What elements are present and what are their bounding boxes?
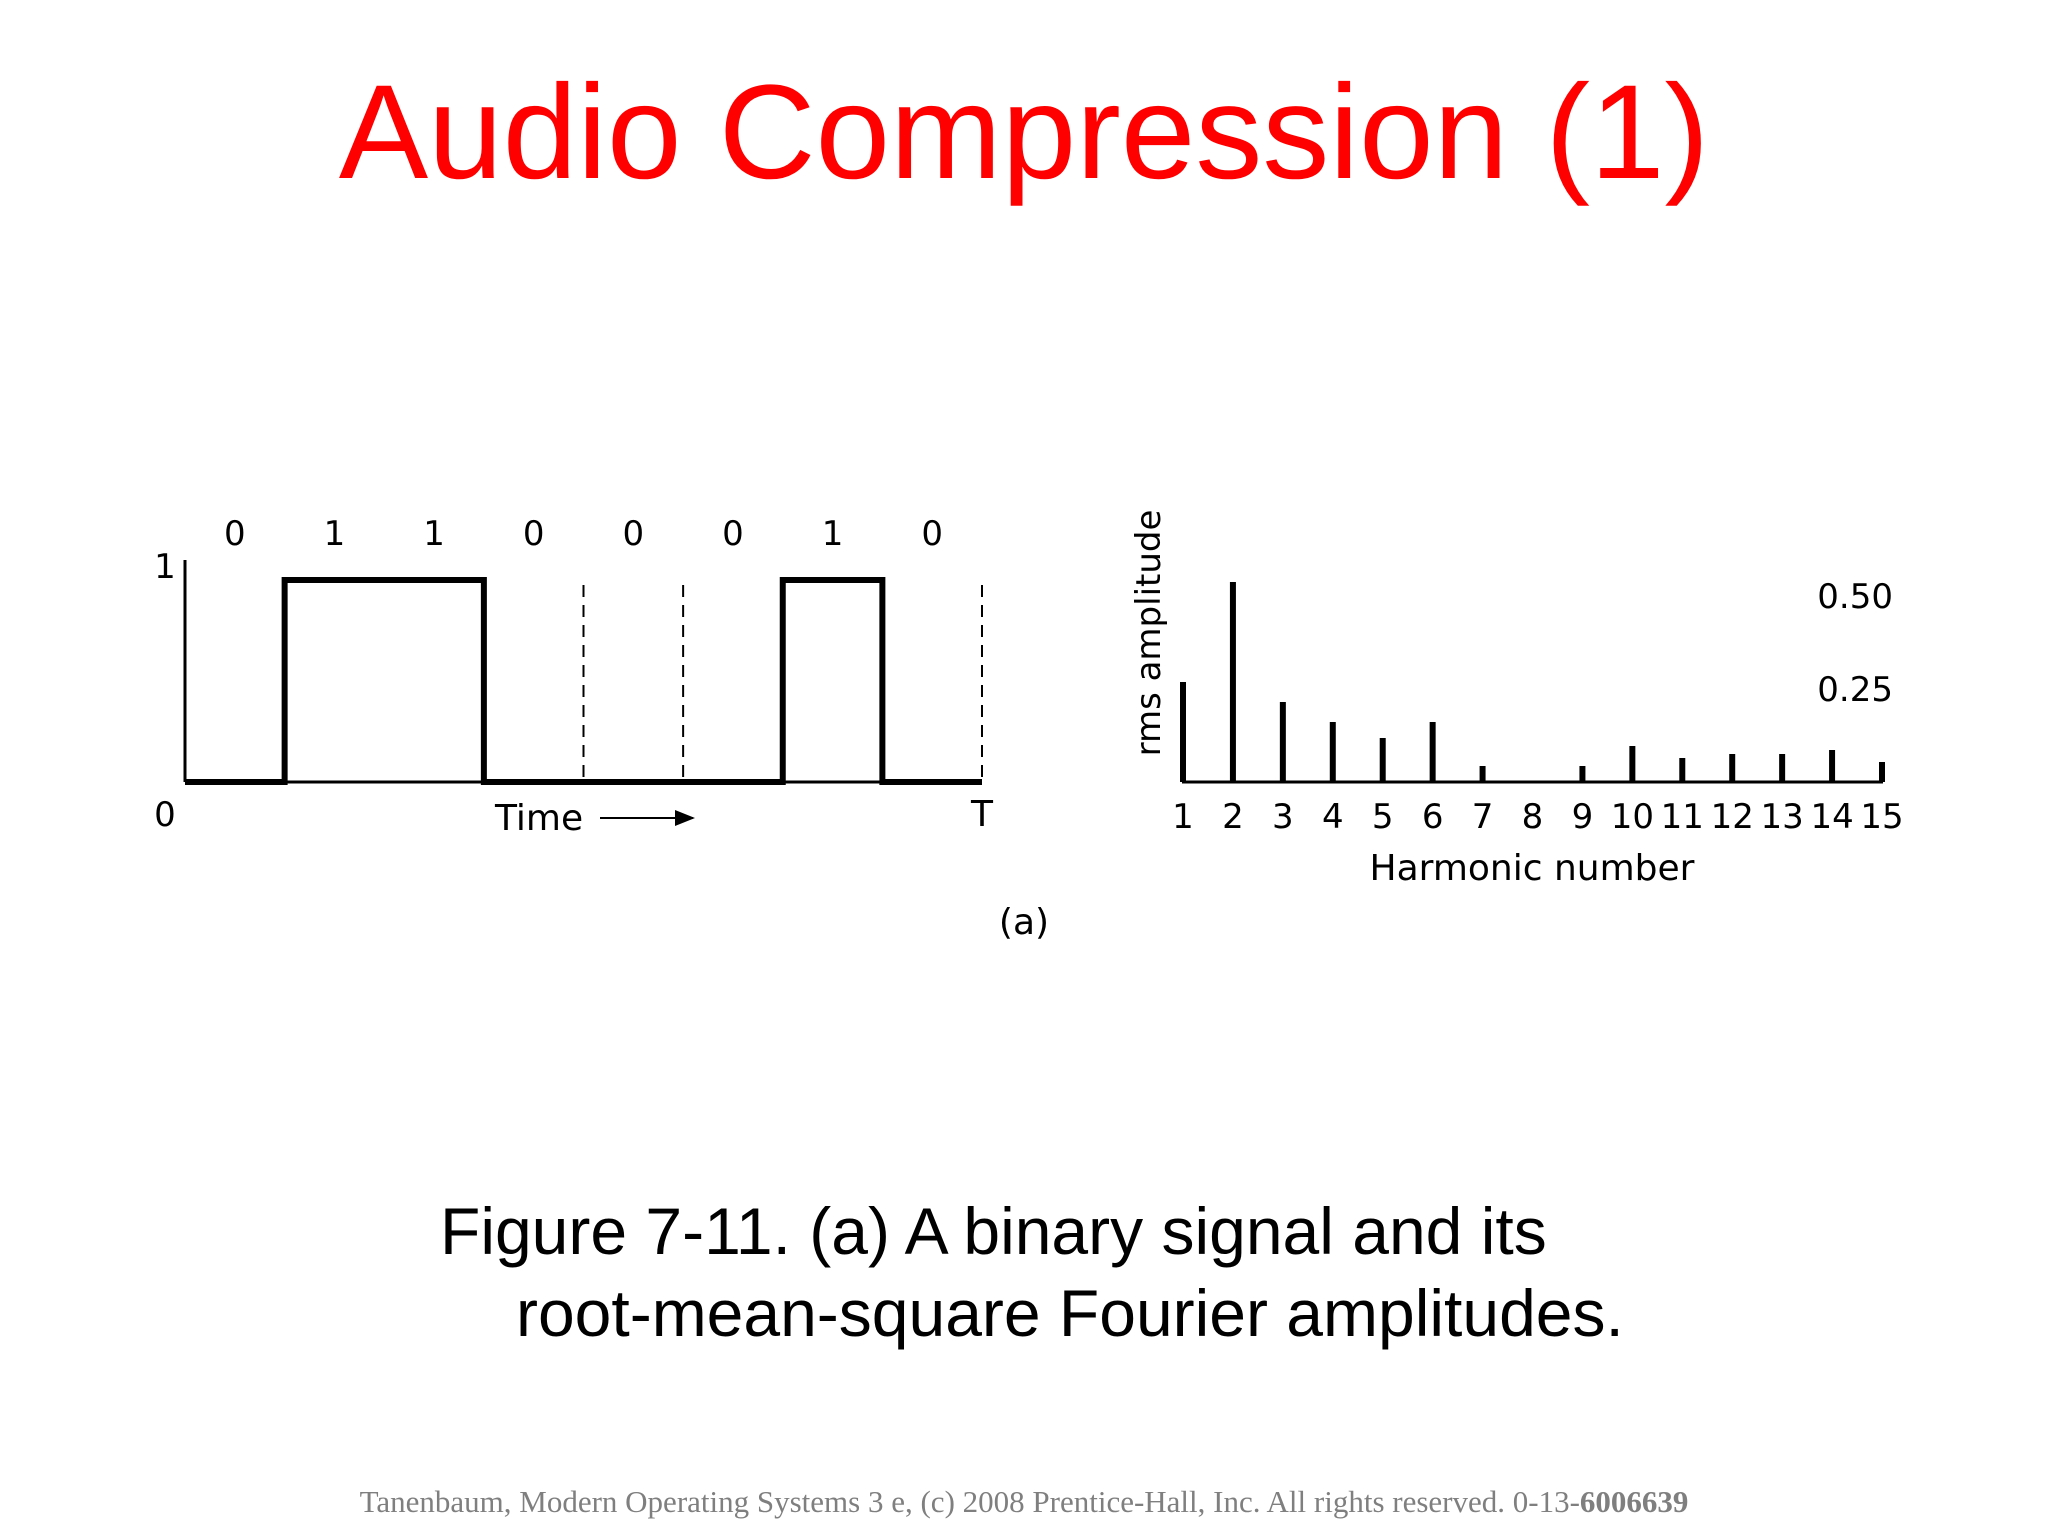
bit-label: 1 xyxy=(324,514,346,554)
bit-label: 0 xyxy=(224,514,246,554)
bit-label: 0 xyxy=(622,514,644,554)
binary-signal-chart: 0 1 1 0 0 0 1 0 1 0 Time T xyxy=(154,514,994,839)
slide-title: Audio Compression (1) xyxy=(338,58,1710,207)
harmonic-tick-label: 7 xyxy=(1472,797,1494,837)
time-axis-label: Time xyxy=(494,798,583,839)
harmonic-tick-label: 11 xyxy=(1661,797,1704,837)
harmonic-tick-label: 3 xyxy=(1272,797,1294,837)
harmonic-tick-label: 10 xyxy=(1611,797,1654,837)
bit-label: 0 xyxy=(722,514,744,554)
bit-label: 1 xyxy=(822,514,844,554)
harmonic-tick-label: 8 xyxy=(1522,797,1544,837)
footer-isbn-suffix: 6006639 xyxy=(1579,1484,1689,1519)
signal-waveform xyxy=(185,577,982,785)
footer-text: Tanenbaum, Modern Operating Systems 3 e,… xyxy=(359,1484,1580,1519)
panel-label: (a) xyxy=(999,902,1049,943)
copyright-footer: Tanenbaum, Modern Operating Systems 3 e,… xyxy=(0,1484,2048,1520)
caption-line-2: root-mean-square Fourier amplitudes. xyxy=(516,1276,1624,1350)
bit-dividers xyxy=(582,585,983,782)
harmonic-tick-label: 13 xyxy=(1761,797,1804,837)
bit-labels: 0 1 1 0 0 0 1 0 xyxy=(224,514,943,554)
harmonic-number-axis-label: Harmonic number xyxy=(1370,848,1695,889)
harmonic-bars xyxy=(1180,582,1885,782)
amplitude-tick-label: 0.25 xyxy=(1817,670,1893,710)
caption-line-1: Figure 7-11. (a) A binary signal and its xyxy=(440,1194,1547,1268)
bit-label: 0 xyxy=(921,514,943,554)
harmonic-tick-label: 6 xyxy=(1422,797,1444,837)
bit-label: 1 xyxy=(423,514,445,554)
rms-amplitude-axis-label: rms amplitude xyxy=(1129,510,1169,757)
harmonic-tick-label: 5 xyxy=(1372,797,1394,837)
amplitude-tick-label: 0.50 xyxy=(1817,577,1893,617)
y-axis-one-label: 1 xyxy=(154,547,176,587)
harmonic-tick-label: 9 xyxy=(1572,797,1594,837)
harmonic-tick-label: 12 xyxy=(1711,797,1754,837)
figure-caption: Figure 7-11. (a) A binary signal and its… xyxy=(440,1190,1740,1354)
bit-label: 0 xyxy=(523,514,545,554)
origin-label: 0 xyxy=(154,795,176,835)
harmonic-tick-label: 4 xyxy=(1322,797,1344,837)
harmonic-tick-label: 15 xyxy=(1860,797,1903,837)
harmonic-tick-label: 2 xyxy=(1222,797,1244,837)
harmonic-tick-label: 14 xyxy=(1810,797,1853,837)
amplitude-tick-labels: 0.50 0.25 xyxy=(1817,577,1893,710)
period-label: T xyxy=(970,794,994,835)
harmonic-tick-label: 1 xyxy=(1172,797,1194,837)
